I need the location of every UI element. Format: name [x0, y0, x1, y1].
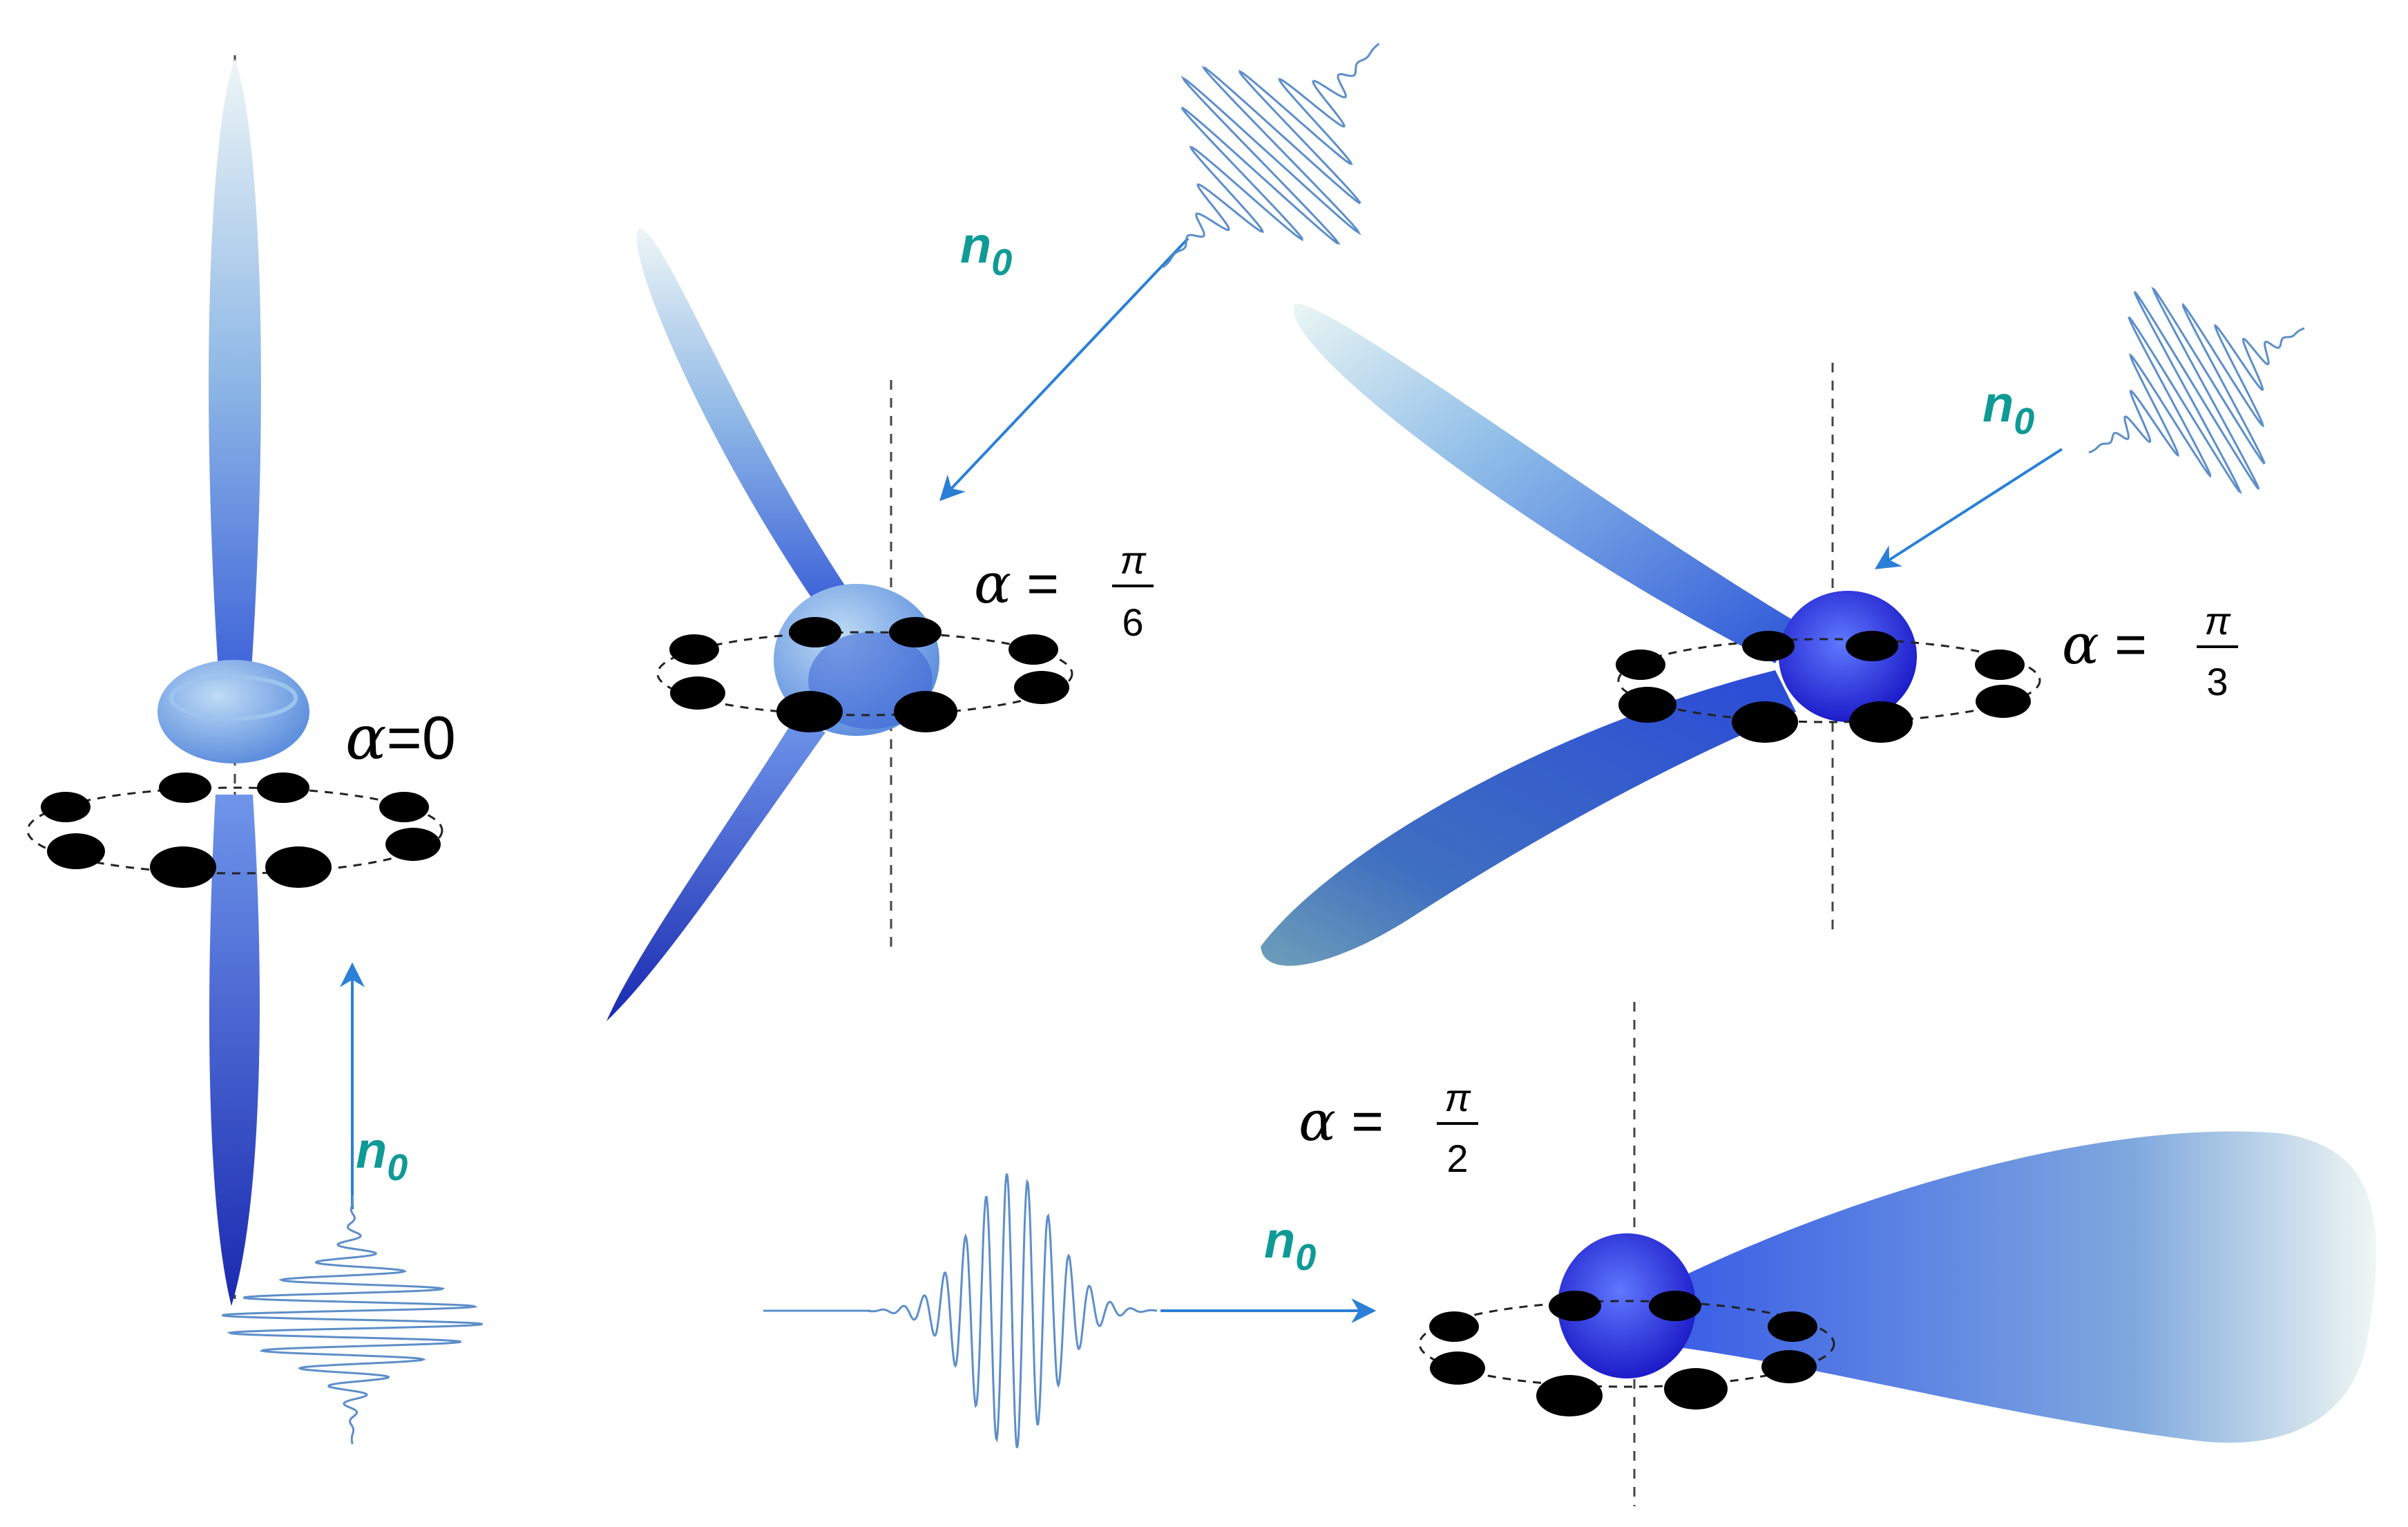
svg-text:6: 6: [1122, 600, 1143, 644]
atom: [1430, 1351, 1485, 1385]
panel-alpha-pi-3: n0 α = π 3: [1261, 286, 2305, 966]
svg-text:2: 2: [1446, 1137, 1468, 1180]
alpha-label: α=0: [345, 702, 456, 773]
atom-ring: [656, 631, 1073, 717]
atom: [1616, 649, 1665, 680]
core-lobe: [1558, 1233, 1696, 1378]
svg-text:π: π: [1444, 1076, 1471, 1119]
atom: [1649, 1291, 1701, 1321]
atom: [1768, 1311, 1817, 1342]
wave-arrow: [939, 237, 1189, 502]
alpha-label: α = π 3: [2062, 599, 2238, 703]
atom: [379, 792, 429, 822]
atom: [1549, 1291, 1601, 1321]
atom: [1429, 1311, 1479, 1342]
atom: [669, 634, 719, 665]
wave-pulse: [2088, 286, 2305, 495]
atom: [257, 772, 309, 803]
atoms: [41, 772, 441, 888]
atoms: [1429, 1291, 1817, 1416]
wave-label: n0: [356, 1121, 408, 1188]
atom: [894, 691, 957, 732]
atom: [150, 846, 216, 888]
atom: [265, 846, 332, 888]
atom: [1849, 701, 1913, 743]
atom: [889, 617, 942, 647]
atom-ring: [1617, 638, 2041, 723]
panel-alpha-0: n0 α=0: [26, 55, 483, 1445]
svg-text:π: π: [1120, 538, 1147, 582]
atom: [789, 617, 841, 647]
wave-label: n0: [1264, 1211, 1316, 1278]
atom: [1846, 631, 1898, 661]
svg-text:π: π: [2204, 599, 2231, 643]
atom: [1761, 1350, 1817, 1383]
panel-alpha-pi-6: n0 α = π 6: [606, 42, 1380, 1021]
atom: [159, 772, 211, 803]
atom: [47, 833, 105, 869]
core-lobe-ring: [169, 675, 298, 721]
upper-lobe: [1293, 303, 1796, 663]
svg-text:α =: α =: [974, 551, 1059, 616]
upper-lobe: [636, 228, 846, 608]
upper-lobe: [209, 59, 261, 691]
lower-lobe: [606, 719, 825, 1021]
atom: [1742, 631, 1795, 661]
wave-label: n0: [1982, 375, 2034, 442]
lower-lobe: [1261, 670, 1796, 966]
wave-pulse: [866, 1173, 1158, 1448]
atom: [1009, 634, 1058, 665]
alpha-label: α = π 6: [974, 538, 1154, 644]
atom-ring: [26, 786, 443, 875]
atom: [776, 691, 843, 732]
atoms: [1616, 631, 2031, 743]
svg-text:3: 3: [2206, 660, 2228, 703]
atom: [670, 676, 725, 710]
atom: [1014, 671, 1069, 704]
wave-arrow: [1874, 448, 2063, 569]
atom: [1618, 687, 1676, 723]
atom: [41, 792, 90, 822]
atom: [1536, 1375, 1603, 1416]
atoms: [669, 617, 1069, 732]
svg-text:α =: α =: [1299, 1089, 1384, 1153]
atom: [1975, 649, 2025, 680]
atom: [1732, 701, 1798, 743]
wave-pulse: [222, 1195, 483, 1445]
atom-ring: [1418, 1300, 1835, 1388]
alpha-label: α = π 2: [1299, 1076, 1478, 1180]
wave-label: n0: [960, 216, 1012, 283]
atom: [1976, 685, 2031, 718]
atom: [1664, 1368, 1728, 1410]
main-lobe: [1679, 1131, 2377, 1443]
core-lobe: [1779, 591, 1917, 722]
core-lobe: [157, 660, 309, 764]
lower-lobe: [209, 795, 260, 1306]
atom: [385, 828, 441, 861]
wave-pulse: [1162, 42, 1380, 269]
svg-text:α =: α =: [2062, 612, 2147, 676]
panel-alpha-pi-2: n0 α = π 2: [763, 1002, 2377, 1506]
